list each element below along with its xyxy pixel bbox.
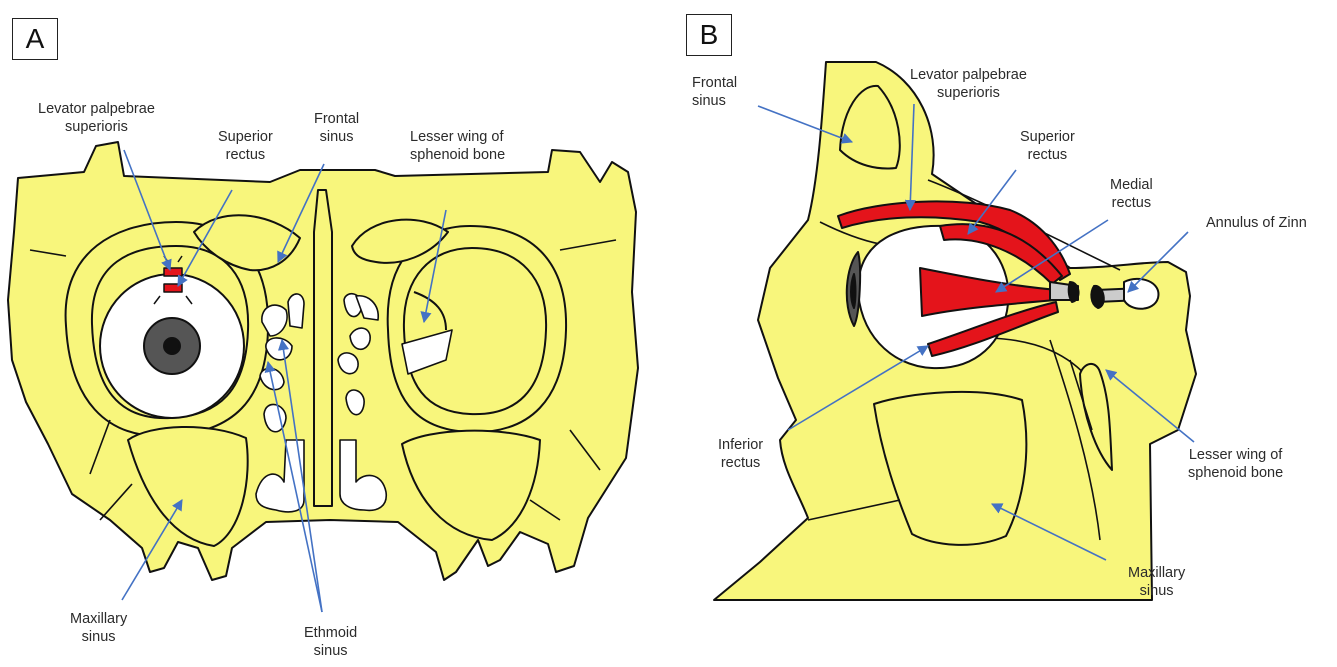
label-line: Lesser wing of <box>410 128 505 146</box>
label-b-inferior-rectus: Inferior rectus <box>718 436 763 472</box>
nasal-septum <box>314 190 332 506</box>
label-b-maxillary-sinus: Maxillary sinus <box>1128 564 1185 600</box>
panel-a-letter: A <box>12 18 58 60</box>
label-line: sinus <box>70 628 127 646</box>
label-line: Superior <box>1020 128 1075 146</box>
label-b-medial-rectus: Medial rectus <box>1110 176 1153 212</box>
panel-b-letter: B <box>686 14 732 56</box>
label-line: superioris <box>910 84 1027 102</box>
label-b-frontal-sinus: Frontal sinus <box>692 74 737 110</box>
label-a-superior-rectus: Superior rectus <box>218 128 273 164</box>
label-line: Ethmoid <box>304 624 357 642</box>
label-line: sphenoid bone <box>1188 464 1283 482</box>
label-line: sphenoid bone <box>410 146 505 164</box>
label-line: rectus <box>718 454 763 472</box>
label-a-ethmoid-sinus: Ethmoid sinus <box>304 624 357 660</box>
label-a-levator: Levator palpebrae superioris <box>38 100 155 136</box>
label-line: Levator palpebrae <box>38 100 155 118</box>
coronal-section-drawing <box>8 142 638 580</box>
label-line: sinus <box>304 642 357 660</box>
label-line: rectus <box>218 146 273 164</box>
label-a-maxillary-sinus: Maxillary sinus <box>70 610 127 646</box>
label-line: sinus <box>1128 582 1185 600</box>
label-a-frontal-sinus: Frontal sinus <box>314 110 359 146</box>
label-line: Medial <box>1110 176 1153 194</box>
levator-muscle <box>164 268 182 276</box>
label-line: Inferior <box>718 436 763 454</box>
label-line: Frontal <box>692 74 737 92</box>
label-b-annulus: Annulus of Zinn <box>1206 214 1307 232</box>
annulus-of-zinn <box>1069 282 1079 302</box>
label-a-lesser-wing: Lesser wing of sphenoid bone <box>410 128 505 164</box>
label-b-superior-rectus: Superior rectus <box>1020 128 1075 164</box>
label-line: rectus <box>1020 146 1075 164</box>
label-b-levator: Levator palpebrae superioris <box>910 66 1027 102</box>
label-line: sinus <box>314 128 359 146</box>
label-line: Levator palpebrae <box>910 66 1027 84</box>
label-line: Maxillary <box>1128 564 1185 582</box>
sagittal-section-drawing <box>714 62 1196 600</box>
label-line: Lesser wing of <box>1188 446 1283 464</box>
pupil <box>164 338 180 354</box>
label-b-lesser-wing: Lesser wing of sphenoid bone <box>1188 446 1283 482</box>
label-line: rectus <box>1110 194 1153 212</box>
label-line: Maxillary <box>70 610 127 628</box>
label-line: Annulus of Zinn <box>1206 214 1307 232</box>
label-line: superioris <box>38 118 155 136</box>
label-line: sinus <box>692 92 737 110</box>
label-line: Superior <box>218 128 273 146</box>
label-line: Frontal <box>314 110 359 128</box>
